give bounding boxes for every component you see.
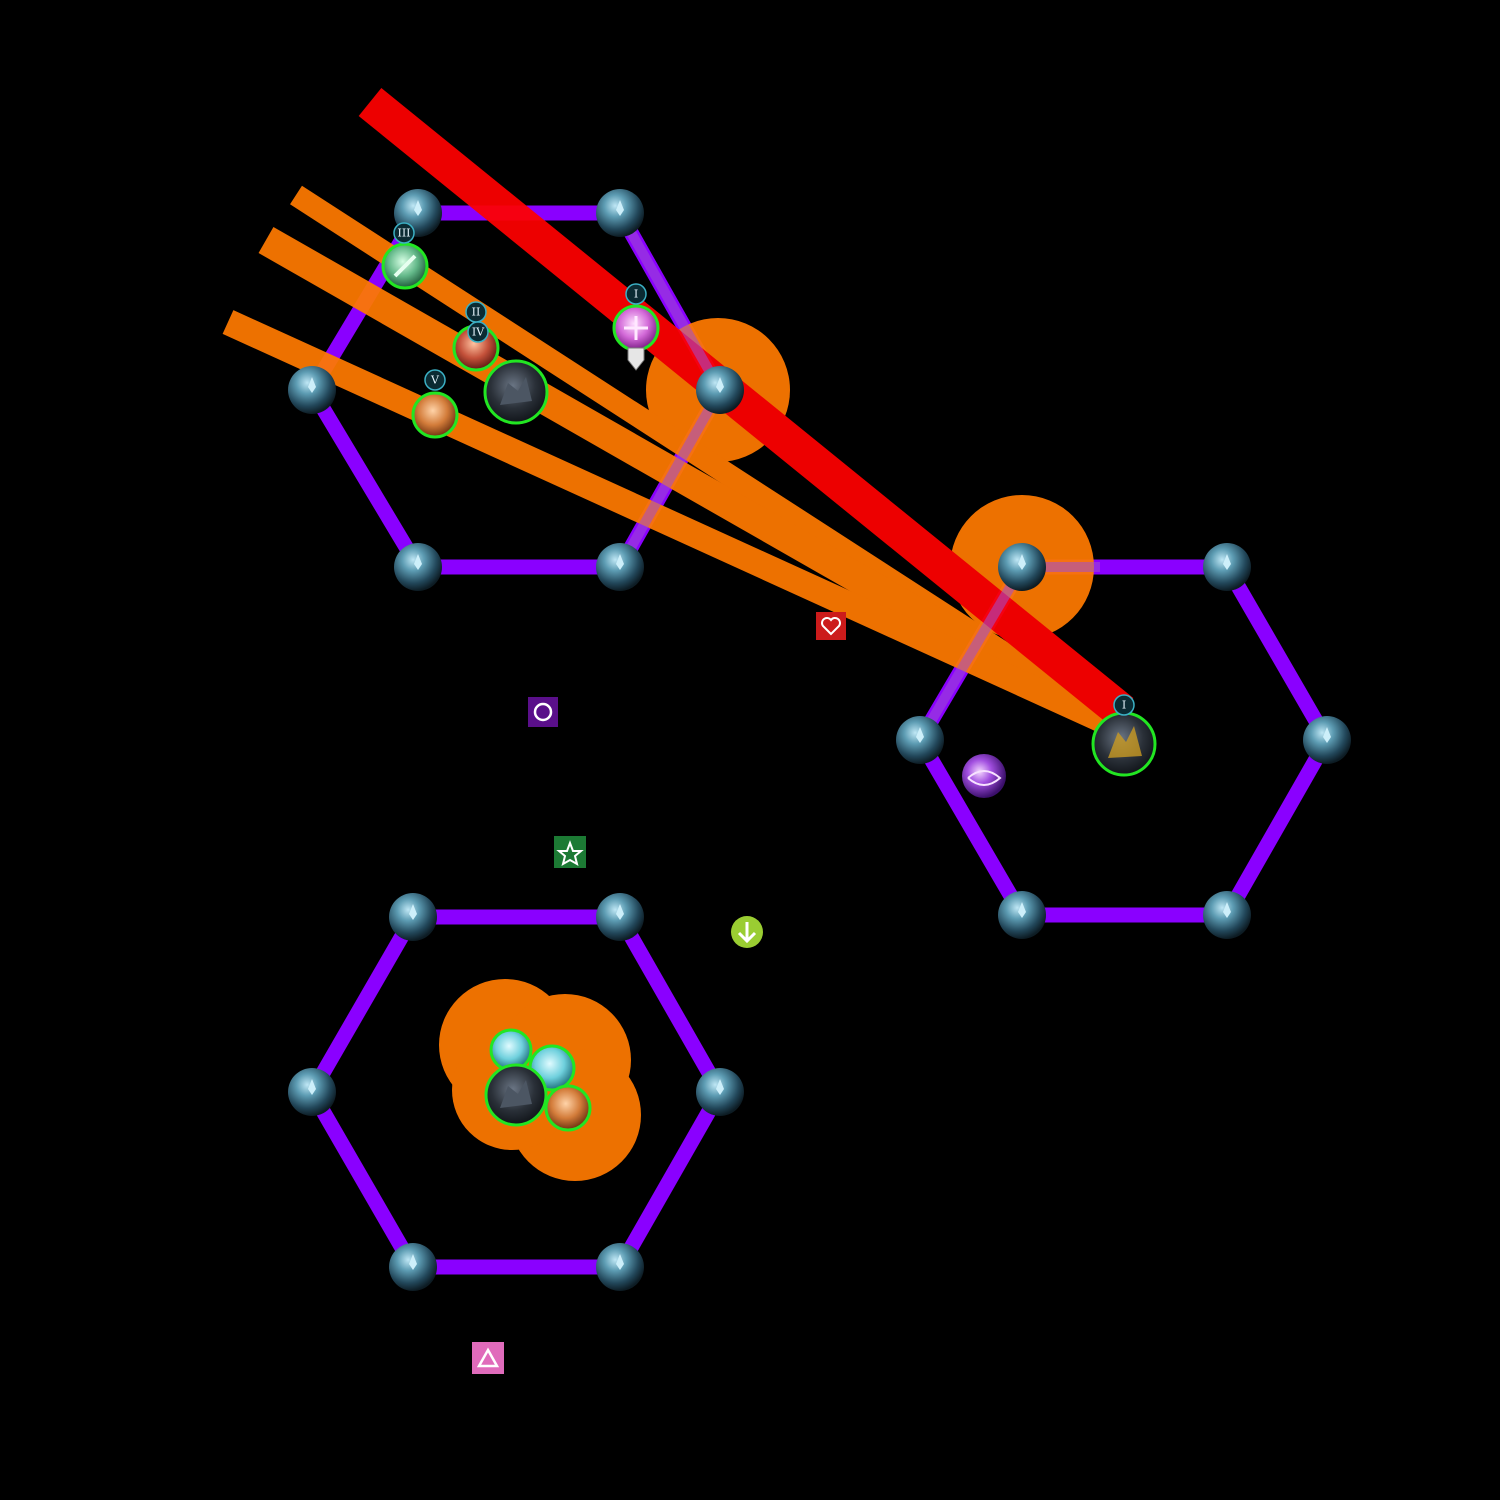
arrow-down-icon[interactable] <box>731 916 763 948</box>
marker-i-nw: I <box>625 283 647 305</box>
node-icon <box>596 543 644 591</box>
star-icon[interactable] <box>554 836 586 868</box>
player-healer[interactable] <box>612 304 660 352</box>
node-icon <box>696 366 744 414</box>
marker-iv: IV <box>467 321 489 343</box>
node-icon <box>998 891 1046 939</box>
node-icon <box>696 1068 744 1116</box>
svg-text:I: I <box>1122 699 1126 712</box>
stone-golem-east[interactable] <box>1091 711 1157 777</box>
units-nw[interactable]: III II IV V <box>381 222 660 439</box>
purple-orb-icon[interactable] <box>962 754 1006 798</box>
player-dps-b[interactable] <box>411 391 459 439</box>
marker-v: V <box>424 369 446 391</box>
circle-icon[interactable] <box>528 697 558 727</box>
stone-golem-nw[interactable] <box>483 359 549 425</box>
node-icon <box>1203 891 1251 939</box>
triangle-icon[interactable] <box>472 1342 504 1374</box>
node-icon <box>896 716 944 764</box>
node-icon <box>998 543 1046 591</box>
node-icon <box>288 1068 336 1116</box>
edge-overlay-nw <box>615 210 725 393</box>
node-icon <box>1203 543 1251 591</box>
node-icon <box>596 189 644 237</box>
player-bronze-south[interactable] <box>544 1084 592 1132</box>
player-dps-a[interactable] <box>381 242 429 290</box>
node-icon <box>389 893 437 941</box>
aoe-line-orange-2 <box>258 226 1128 742</box>
units-south[interactable] <box>484 1028 592 1132</box>
node-icon <box>288 366 336 414</box>
stone-golem-south[interactable] <box>484 1063 548 1127</box>
arena-nodes <box>288 189 1351 1291</box>
node-icon <box>394 543 442 591</box>
heart-icon[interactable] <box>816 612 846 640</box>
node-icon <box>596 1243 644 1291</box>
svg-text:II: II <box>472 306 481 319</box>
marker-iii: III <box>393 222 415 244</box>
pointer-icon <box>627 347 645 371</box>
svg-text:V: V <box>430 374 440 387</box>
svg-text:IV: IV <box>472 326 485 339</box>
aoe-line-red <box>358 88 1134 726</box>
svg-text:I: I <box>634 288 638 301</box>
node-icon <box>1303 716 1351 764</box>
marker-ii: II <box>465 301 487 323</box>
node-icon <box>596 893 644 941</box>
waymarks[interactable] <box>472 612 846 1374</box>
edge-overlay-nw-2 <box>615 387 725 570</box>
node-icon <box>389 1243 437 1291</box>
marker-i-east: I <box>1113 694 1135 716</box>
edge-overlay-east <box>915 564 1027 743</box>
units-east[interactable]: I <box>962 694 1157 798</box>
svg-text:III: III <box>397 227 410 240</box>
